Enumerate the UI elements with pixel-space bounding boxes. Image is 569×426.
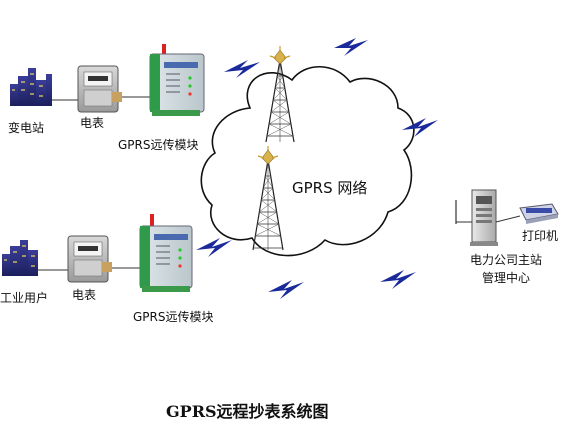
substation-building-icon [10,68,52,106]
gprs-module-icon [149,44,205,116]
gprs-module-icon [139,214,193,292]
electric-meter-icon [77,65,122,113]
electric-meter-icon [67,235,112,283]
radio-tower-icon [265,46,295,143]
network-label: GPRS 网络 [292,179,368,197]
connection-line [495,215,521,223]
gprs-module-label: GPRS远传模块 [133,310,214,324]
meter-label: 电表 [72,288,97,302]
master-station-label: 电力公司主站 [470,253,543,267]
radio-tower-icon [252,146,284,251]
management-center-label: 管理中心 [482,271,531,285]
gprs-network-cloud [200,66,415,257]
industrial-user-label: 工业用户 [0,291,49,305]
industrial-building-icon [2,240,38,276]
gprs-module-label: GPRS远传模块 [118,138,199,152]
server-icon [470,189,498,246]
wireless-signal-icon [196,38,438,299]
printer-icon [519,203,559,224]
diagram-title: GPRS远程抄表系统图 [166,402,329,421]
meter-label: 电表 [80,116,105,130]
printer-label: 打印机 [522,229,559,243]
substation-label: 变电站 [8,121,45,135]
